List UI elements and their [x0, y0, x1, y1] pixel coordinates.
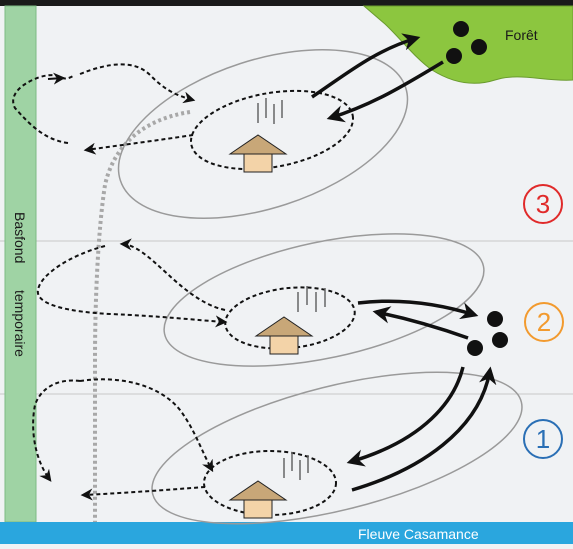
flow-arrow [47, 72, 66, 85]
header-bar [0, 0, 573, 6]
river [0, 522, 573, 544]
flow-arrow [80, 486, 206, 501]
herd-dots-icon [467, 311, 508, 356]
zone-badge: 2 [524, 302, 564, 342]
flow-arrow [326, 60, 444, 123]
herd-dots-icon [446, 21, 487, 64]
flow-arrow [32, 379, 81, 482]
crop-stalks-icon [257, 98, 283, 124]
lowland-label: Basfond [12, 212, 28, 263]
zone-number: 2 [537, 307, 551, 337]
inner-field-ring [189, 89, 355, 171]
zone-number: 3 [536, 189, 550, 219]
lowland-strip [4, 5, 37, 523]
hut-icon [254, 316, 314, 355]
outer-field-ring [163, 233, 485, 367]
flow-arrow [79, 378, 214, 473]
outer-field-ring [117, 48, 409, 220]
zone-badge: 1 [523, 419, 563, 459]
flow-arrow [36, 245, 228, 328]
temporary-label: temporaire [12, 290, 28, 357]
flow-arrow [311, 33, 421, 99]
zone-badge: 3 [523, 184, 563, 224]
flow-arrow [346, 366, 465, 467]
forest-label: Forêt [505, 27, 538, 43]
grey-dotted-path [93, 110, 191, 522]
hut-icon [228, 480, 288, 519]
flow-arrow [12, 74, 76, 144]
flow-arrow [79, 63, 196, 104]
zone-number: 1 [536, 424, 550, 454]
flow-arrow [351, 366, 497, 492]
river-label: Fleuve Casamance [358, 526, 479, 542]
hut-icon [228, 134, 288, 173]
flow-arrow [372, 306, 469, 340]
flow-arrow [119, 238, 226, 311]
outer-field-ring [151, 371, 523, 525]
flow-arrow [357, 299, 479, 320]
crop-stalks-icon [297, 286, 326, 312]
crop-stalks-icon [283, 452, 309, 480]
flow-arrow [83, 134, 194, 155]
